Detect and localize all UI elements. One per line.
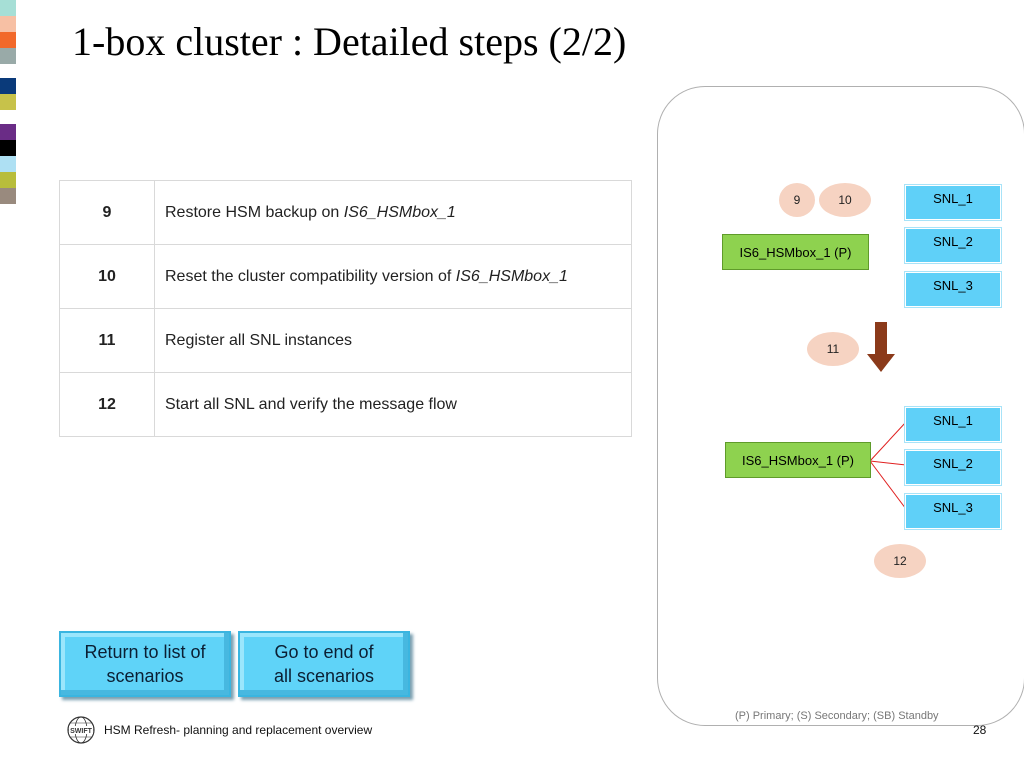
page-number: 28 <box>973 723 987 737</box>
step-oval-12: 12 <box>874 544 926 578</box>
return-to-scenarios-button[interactable]: Return to list of scenarios <box>59 631 231 697</box>
step-oval-9: 9 <box>779 183 815 217</box>
table-row: 10 Reset the cluster compatibility versi… <box>59 244 632 309</box>
footer-title: HSM Refresh- planning and replacement ov… <box>104 723 373 737</box>
step-description: Restore HSM backup on IS6_HSMbox_1 <box>154 180 632 245</box>
snl-box-top-2: SNL_2 <box>905 228 1001 263</box>
table-row: 12 Start all SNL and verify the message … <box>59 372 632 437</box>
snl-box-top-3: SNL_3 <box>905 272 1001 307</box>
snl-box-bottom-2: SNL_2 <box>905 450 1001 485</box>
button-label-line: Go to end of <box>274 642 374 662</box>
hsm-box-bottom: IS6_HSMbox_1 (P) <box>725 442 871 478</box>
go-to-end-button[interactable]: Go to end of all scenarios <box>238 631 410 697</box>
step-oval-11: 11 <box>807 332 859 366</box>
diagram-panel <box>657 86 1024 726</box>
snl-box-bottom-3: SNL_3 <box>905 494 1001 529</box>
step-number: 9 <box>59 180 155 245</box>
snl-box-bottom-1: SNL_1 <box>905 407 1001 442</box>
button-label-line: all scenarios <box>273 666 375 686</box>
legend-text: (P) Primary; (S) Secondary; (SB) Standby <box>735 710 939 722</box>
step-description: Register all SNL instances <box>154 308 632 373</box>
swift-logo-icon: SWIFT <box>67 716 95 744</box>
step-oval-10: 10 <box>819 183 871 217</box>
step-description: Start all SNL and verify the message flo… <box>154 372 632 437</box>
table-row: 9 Restore HSM backup on IS6_HSMbox_1 <box>59 180 632 245</box>
step-description: Reset the cluster compatibility version … <box>154 244 632 309</box>
down-arrow-icon <box>867 322 895 372</box>
page-title: 1-box cluster : Detailed steps (2/2) <box>72 19 627 64</box>
svg-text:SWIFT: SWIFT <box>70 728 92 735</box>
button-label-line: Return to list of <box>84 642 206 662</box>
table-row: 11 Register all SNL instances <box>59 308 632 373</box>
step-number: 12 <box>59 372 155 437</box>
step-number: 10 <box>59 244 155 309</box>
hsm-box-top: IS6_HSMbox_1 (P) <box>722 234 869 270</box>
button-label-line: scenarios <box>106 666 184 686</box>
step-number: 11 <box>59 308 155 373</box>
snl-box-top-1: SNL_1 <box>905 185 1001 220</box>
connector-lines <box>869 421 907 510</box>
decorative-color-strip <box>0 0 16 204</box>
steps-table: 9 Restore HSM backup on IS6_HSMbox_1 10 … <box>59 180 632 437</box>
